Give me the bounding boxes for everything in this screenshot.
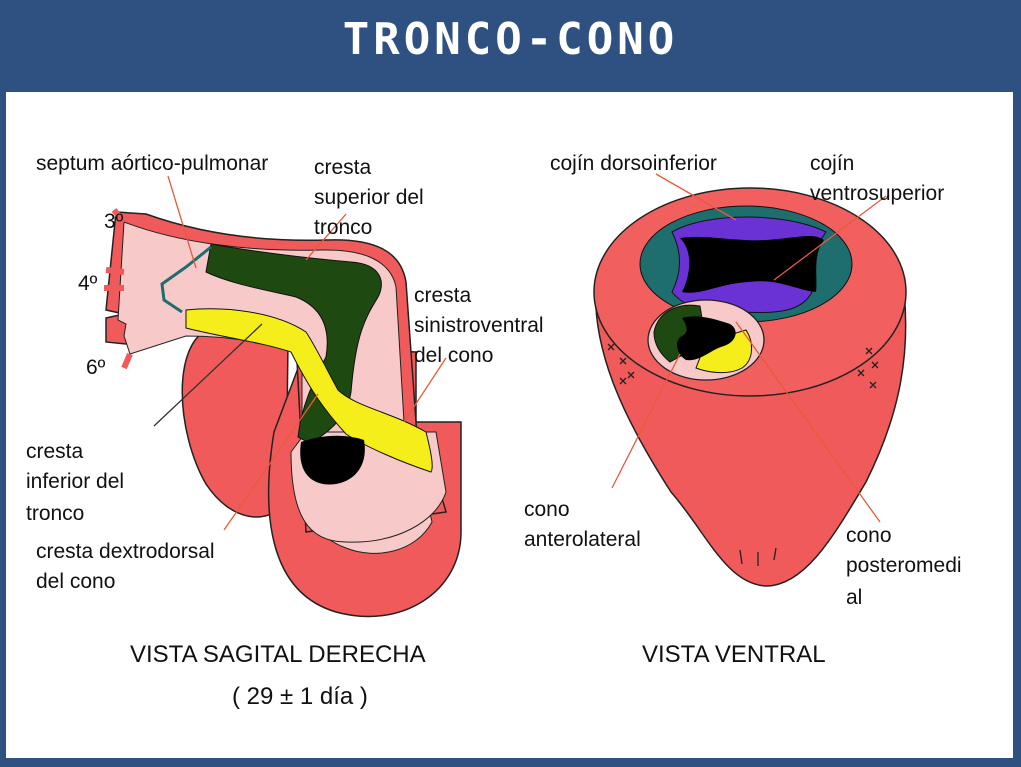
label-cresta-inferior-2: inferior del bbox=[26, 470, 124, 493]
aortic-arch-branches bbox=[104, 208, 133, 370]
caption-ventral: VISTA VENTRAL bbox=[642, 641, 826, 668]
label-cresta-inferior-1: cresta bbox=[26, 440, 84, 463]
label-cono-anterolateral-2: anterolateral bbox=[524, 528, 641, 551]
label-cresta-superior-1: cresta bbox=[314, 156, 372, 179]
label-arch-4: 4º bbox=[78, 272, 98, 295]
label-cresta-sinistroventral-3: del cono bbox=[414, 344, 493, 367]
label-cono-posteromedial-3: al bbox=[846, 586, 862, 609]
label-cresta-inferior-3: tronco bbox=[26, 502, 84, 525]
yellow-ridge bbox=[185, 308, 433, 473]
label-cresta-dextrodorsal-2: del cono bbox=[36, 570, 115, 593]
slide-title: TRONCO-CONO bbox=[342, 14, 679, 65]
leader-cresta-superior bbox=[305, 213, 347, 261]
leader-cojin-dorsoinferior bbox=[655, 173, 737, 221]
label-cojin-ventrosuperior-1: cojín bbox=[810, 152, 854, 175]
label-cojin-dorsoinferior: cojín dorsoinferior bbox=[550, 152, 717, 175]
ventral-leader-lines bbox=[611, 173, 887, 523]
label-cresta-superior-3: tronco bbox=[314, 216, 372, 239]
ventral-view: cojín dorsoinferior cojín ventrosuperior… bbox=[524, 152, 962, 668]
attachment-marks bbox=[607, 343, 879, 566]
label-cresta-sinistroventral-1: cresta bbox=[414, 284, 472, 307]
leader-cresta-sinistroventral bbox=[403, 357, 447, 423]
cone-lumen-black bbox=[677, 316, 736, 361]
sagittal-view: septum aórtico-pulmonar cresta superior … bbox=[26, 152, 544, 710]
label-cono-posteromedial-1: cono bbox=[846, 524, 892, 547]
leader-cono-anterolateral bbox=[611, 353, 681, 489]
label-cresta-sinistroventral-2: sinistroventral bbox=[414, 314, 544, 337]
label-cono-anterolateral-1: cono bbox=[524, 498, 570, 521]
embryo-heart-diagram: septum aórtico-pulmonar cresta superior … bbox=[26, 152, 962, 710]
leader-cono-posteromedial bbox=[735, 321, 881, 523]
caption-sagittal-age: ( 29 ± 1 día ) bbox=[232, 683, 368, 710]
label-arch-6: 6º bbox=[86, 356, 106, 379]
leader-cojin-ventrosuperior bbox=[773, 195, 887, 281]
sagittal-leader-lines bbox=[153, 175, 447, 531]
label-cono-posteromedial-2: posteromedi bbox=[846, 554, 962, 577]
cone-yellow-cushion bbox=[695, 329, 752, 374]
leader-cresta-dextrodorsal bbox=[223, 393, 319, 531]
label-septum: septum aórtico-pulmonar bbox=[36, 152, 268, 175]
label-cresta-superior-2: superior del bbox=[314, 186, 424, 209]
title-bar: TRONCO-CONO bbox=[0, 0, 1021, 92]
truncus-lumen-black bbox=[680, 235, 824, 293]
caption-sagittal: VISTA SAGITAL DERECHA bbox=[130, 641, 426, 668]
label-arch-3: 3º bbox=[104, 210, 124, 233]
cone-ostium bbox=[300, 435, 365, 485]
label-cresta-dextrodorsal-1: cresta dextrodorsal bbox=[36, 540, 215, 563]
diagram-panel: septum aórtico-pulmonar cresta superior … bbox=[6, 92, 1013, 758]
leader-cresta-inferior bbox=[153, 323, 263, 427]
leader-septum bbox=[167, 175, 197, 269]
label-cojin-ventrosuperior-2: ventrosuperior bbox=[810, 182, 944, 205]
